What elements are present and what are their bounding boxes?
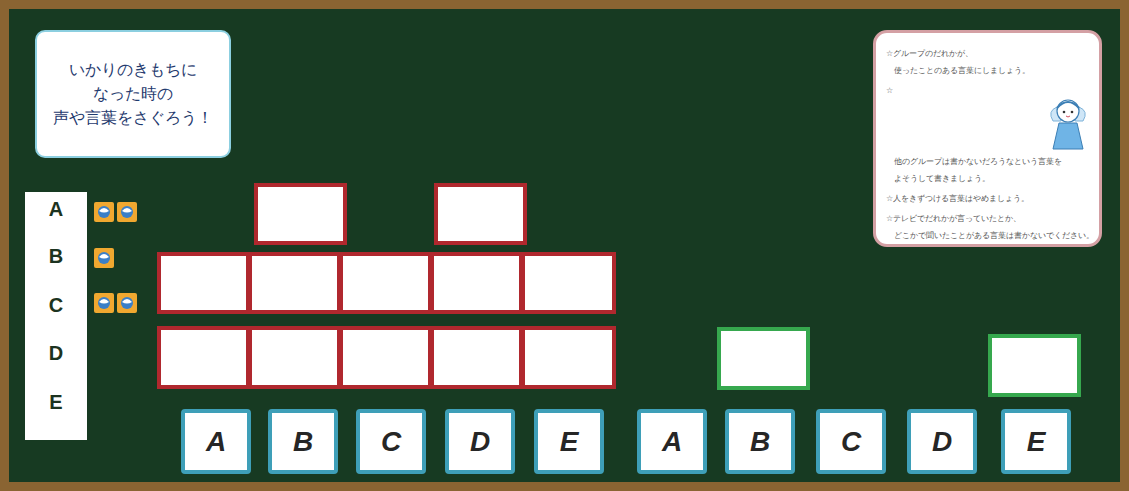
- column-letter: C: [381, 426, 401, 458]
- green-slots: [719, 329, 1079, 395]
- column-label-box: B: [268, 409, 338, 474]
- column-label-box: D: [445, 409, 515, 474]
- column-letter: B: [293, 426, 313, 458]
- column-label-box: C: [356, 409, 426, 474]
- column-label-box: B: [725, 409, 795, 474]
- rule-text: ☆他のグループは書かないだろうなという言葉を よそうして書きましょう。: [886, 82, 1091, 187]
- column-letter: B: [750, 426, 770, 458]
- column-letter: E: [1027, 426, 1046, 458]
- answer-slots: [159, 185, 614, 387]
- row-letter-panel: AB CD E: [25, 192, 87, 440]
- rule-text: ☆人をきずつける言葉はやめましょう。: [886, 190, 1091, 207]
- row-letter: C: [25, 293, 87, 317]
- column-letter: C: [841, 426, 861, 458]
- row-letter: D: [25, 341, 87, 365]
- board-surface: [9, 9, 1120, 482]
- column-label-box: A: [181, 409, 251, 474]
- column-label-box: E: [1001, 409, 1071, 474]
- rule-text: ☆テレビでだれかが言っていたとか、 どこかで聞いたことがある言葉は書かないでくだ…: [886, 210, 1091, 244]
- column-label-box: C: [816, 409, 886, 474]
- column-letter: E: [560, 426, 579, 458]
- theme-text: いかりのきもちに なった時の 声や言葉をさぐろう！: [45, 58, 221, 130]
- sticker-icons: [94, 202, 137, 313]
- column-label-box: E: [534, 409, 604, 474]
- row-letter: E: [25, 390, 87, 414]
- column-letter: A: [206, 426, 226, 458]
- row-letter: B: [25, 244, 87, 268]
- column-label-box: D: [907, 409, 977, 474]
- theme-card: いかりのきもちに なった時の 声や言葉をさぐろう！: [35, 30, 231, 158]
- column-label-box: A: [637, 409, 707, 474]
- fairy-illustration: [1045, 93, 1091, 153]
- column-letter: D: [932, 426, 952, 458]
- row-letter: A: [25, 197, 87, 221]
- column-letter: D: [470, 426, 490, 458]
- rule-text: ☆グループのだれかが、 使ったことのある言葉にしましょう。: [886, 45, 1091, 79]
- column-letter: A: [662, 426, 682, 458]
- rules-card: ☆グループのだれかが、 使ったことのある言葉にしましょう。☆他のグループは書かな…: [873, 30, 1102, 247]
